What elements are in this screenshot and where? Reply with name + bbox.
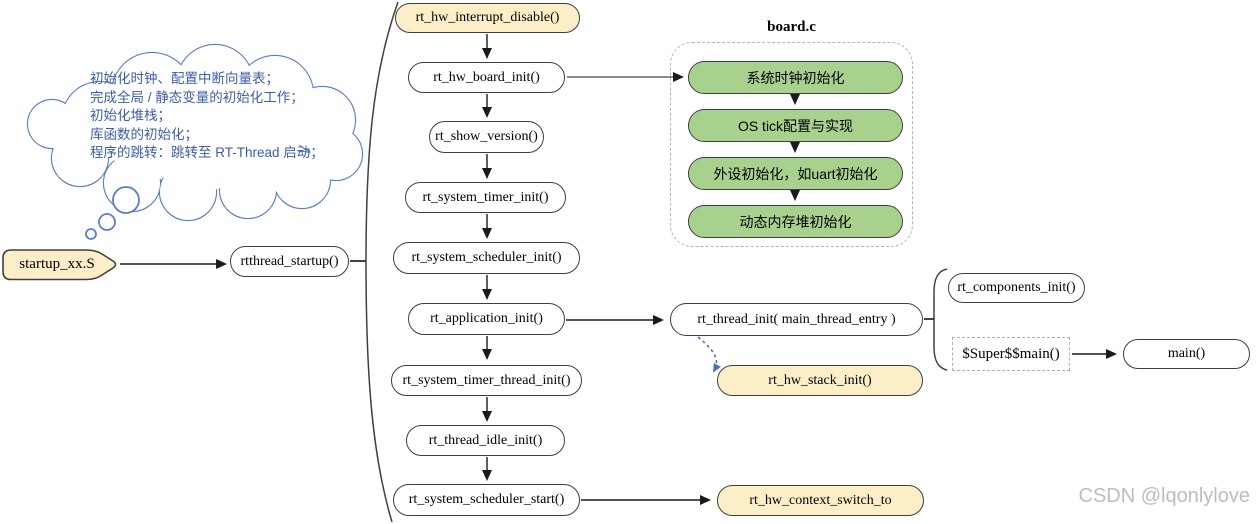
cloud-annotation: 初始化时钟、配置中断向量表； 完成全局 / 静态变量的初始化工作； 初始化堆栈；… — [90, 70, 324, 163]
csdn-watermark: CSDN @lqonlylove — [1078, 485, 1250, 507]
startup-file-shape — [2, 249, 117, 281]
cloud-line: 初始化时钟、配置中断向量表； — [90, 71, 279, 86]
startup-scope-brace — [350, 1, 399, 523]
node-rt-system-scheduler-start: rt_system_scheduler_start() — [393, 484, 580, 516]
node-rt-system-scheduler-init: rt_system_scheduler_init() — [393, 242, 580, 274]
node-os-tick-config: OS tick配置与实现 — [688, 109, 903, 142]
thought-cloud-icon — [26, 43, 364, 240]
node-rt-system-timer-thread-init: rt_system_timer_thread_init() — [391, 365, 582, 396]
node-rtthread-startup: rtthread_startup() — [230, 246, 349, 277]
node-peripheral-init: 外设初始化，如uart初始化 — [688, 157, 903, 190]
node-rt-thread-idle-init: rt_thread_idle_init() — [406, 425, 565, 456]
node-super-main: $Super$$main() — [952, 337, 1070, 371]
node-rt-application-init: rt_application_init() — [408, 303, 565, 335]
node-rt-hw-interrupt-disable: rt_hw_interrupt_disable() — [395, 3, 580, 33]
node-startup-file: startup_xx.S — [19, 256, 95, 272]
node-rt-show-version: rt_show_version() — [429, 121, 544, 153]
flow-arrows — [120, 34, 1117, 505]
node-rt-hw-board-init: rt_hw_board_init() — [408, 62, 565, 93]
node-rt-hw-context-switch-to: rt_hw_context_switch_to — [717, 485, 924, 516]
stack-init-dashed-arrow — [697, 336, 721, 373]
node-main: main() — [1123, 339, 1250, 369]
cloud-line: 程序的跳转：跳转至 RT-Thread 启动； — [90, 145, 324, 160]
board-c-container — [670, 42, 913, 247]
cloud-line: 库函数的初始化； — [90, 126, 198, 142]
node-rt-thread-init-main-thread-entry: rt_thread_init( main_thread_entry ) — [670, 303, 923, 336]
cloud-line: 完成全局 / 静态变量的初始化工作； — [90, 89, 304, 105]
cloud-line: 初始化堆栈； — [90, 108, 171, 123]
node-system-clock-init: 系统时钟初始化 — [688, 61, 903, 94]
node-rt-components-init: rt_components_init() — [948, 273, 1085, 303]
node-rt-hw-stack-init: rt_hw_stack_init() — [717, 365, 923, 396]
node-rt-system-timer-init: rt_system_timer_init() — [405, 182, 566, 213]
node-heap-init: 动态内存堆初始化 — [688, 205, 903, 238]
board-c-title: board.c — [767, 19, 816, 35]
